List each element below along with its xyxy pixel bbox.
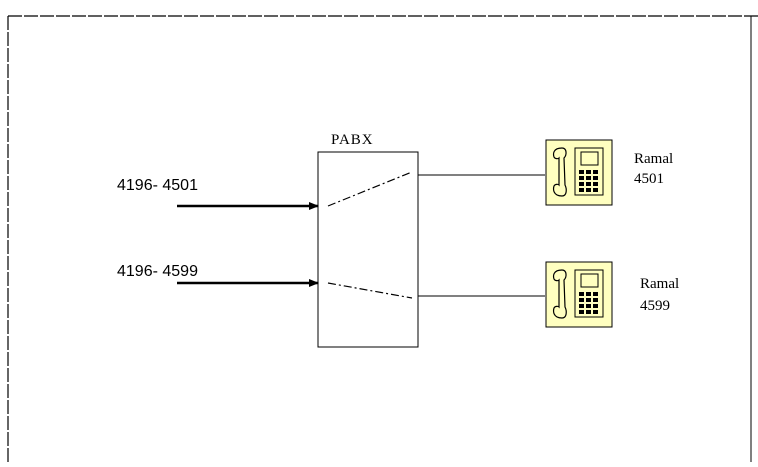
pabx-box [317,151,419,348]
telephone-icon [545,261,613,328]
extension-number-1: 4501 [634,171,664,187]
input-number-1: 4196- 4501 [117,177,198,194]
extension-label-2: Ramal [640,276,680,292]
telephone-icon [545,139,613,206]
switch-connection-1 [327,171,413,207]
switch-connection-2 [327,282,413,299]
input-number-2: 4196- 4599 [117,263,198,280]
extension-label-1: Ramal [634,151,674,167]
pabx-label: PABX [331,132,374,148]
extension-number-2: 4599 [640,298,670,314]
